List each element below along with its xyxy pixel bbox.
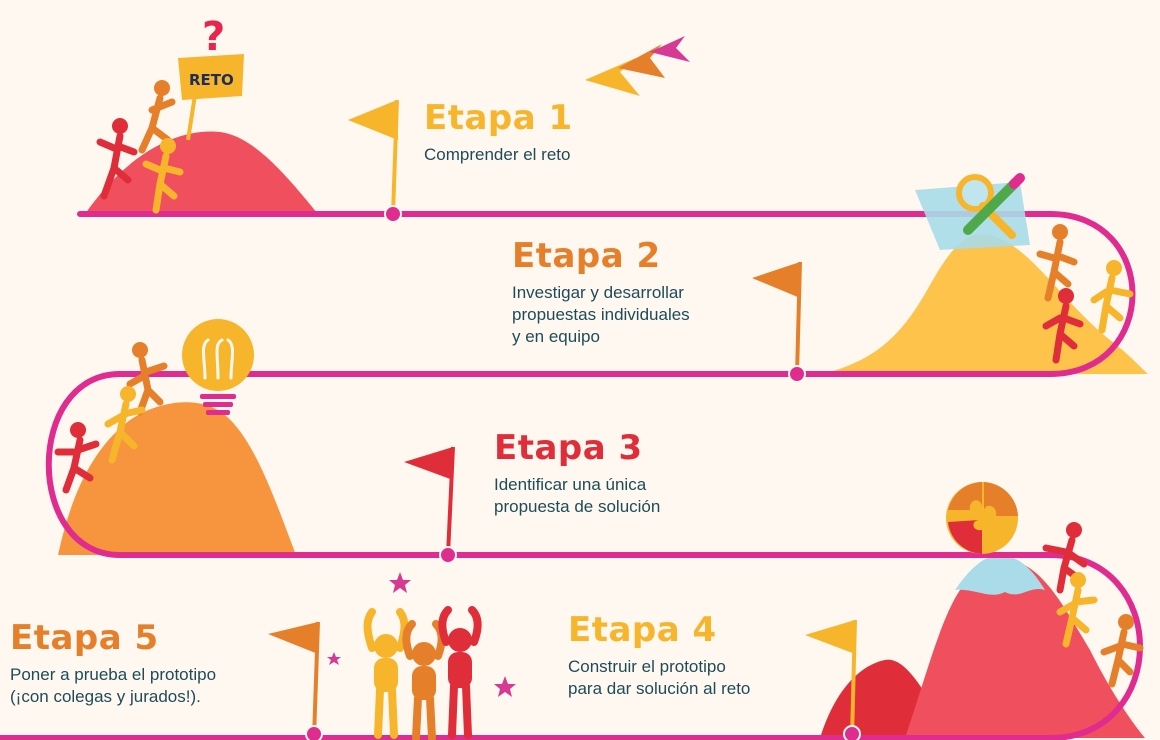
path-dot-stage-5 xyxy=(305,725,323,740)
mountain-snowcap xyxy=(955,555,1045,595)
climber-figure xyxy=(54,342,168,494)
stage-5-title: Etapa 5 xyxy=(10,618,159,658)
climber-figure xyxy=(1042,522,1144,688)
path-dot-stage-4 xyxy=(843,725,861,740)
question-mark-icon: ? xyxy=(202,14,225,60)
reto-sign-icon: RETO xyxy=(178,54,244,141)
stage-3-block: Etapa 3 Identificar una única propuesta … xyxy=(494,428,660,518)
flag-icon xyxy=(805,619,857,739)
stage-5-block: Etapa 5 Poner a prueba el prototipo (¡co… xyxy=(10,618,216,708)
stage-5-description: Poner a prueba el prototipo (¡con colega… xyxy=(10,665,217,706)
stage-2-block: Etapa 2 Investigar y desarrollar propues… xyxy=(512,236,690,348)
path-dot-stage-2 xyxy=(788,365,806,383)
flag-icon xyxy=(268,621,320,739)
path-dot-stage-1 xyxy=(384,205,402,223)
stage-2-description: Investigar y desarrollar propuestas indi… xyxy=(512,283,690,346)
stage-1-description: Comprender el reto xyxy=(424,145,571,164)
puzzle-globe-icon xyxy=(946,482,1018,554)
lightbulb-icon xyxy=(182,319,254,415)
stage-2-title: Etapa 2 xyxy=(512,236,661,276)
climber-figure xyxy=(96,80,184,214)
climber-figure xyxy=(1036,224,1134,364)
stage-1-title: Etapa 1 xyxy=(424,98,573,138)
stage-4-title: Etapa 4 xyxy=(568,610,717,650)
stage-3-title: Etapa 3 xyxy=(494,428,643,468)
mountain-stage-1 xyxy=(85,131,318,214)
stage-1-block: Etapa 1 Comprender el reto xyxy=(424,98,573,166)
mountain-stage-2 xyxy=(822,234,1148,374)
flag-icon xyxy=(752,261,802,375)
star-icon xyxy=(494,676,516,697)
stage-3-description: Identificar una única propuesta de soluc… xyxy=(494,475,661,516)
mountain-stage-3 xyxy=(58,402,296,555)
path-dot-stage-3 xyxy=(439,546,457,564)
star-icon xyxy=(389,572,411,593)
stage-4-block: Etapa 4 Construir el prototipo para dar … xyxy=(568,610,750,700)
celebrating-team xyxy=(363,606,482,740)
flag-icon xyxy=(404,446,455,556)
reto-sign-label: RETO xyxy=(189,71,234,89)
arrow-chevrons-icon xyxy=(585,36,690,96)
flag-icon xyxy=(348,99,399,215)
magnifier-map-icon xyxy=(915,173,1030,250)
mountain-stage-4 xyxy=(905,558,1145,738)
star-icon xyxy=(327,652,341,665)
stage-4-description: Construir el prototipo para dar solución… xyxy=(568,657,751,698)
